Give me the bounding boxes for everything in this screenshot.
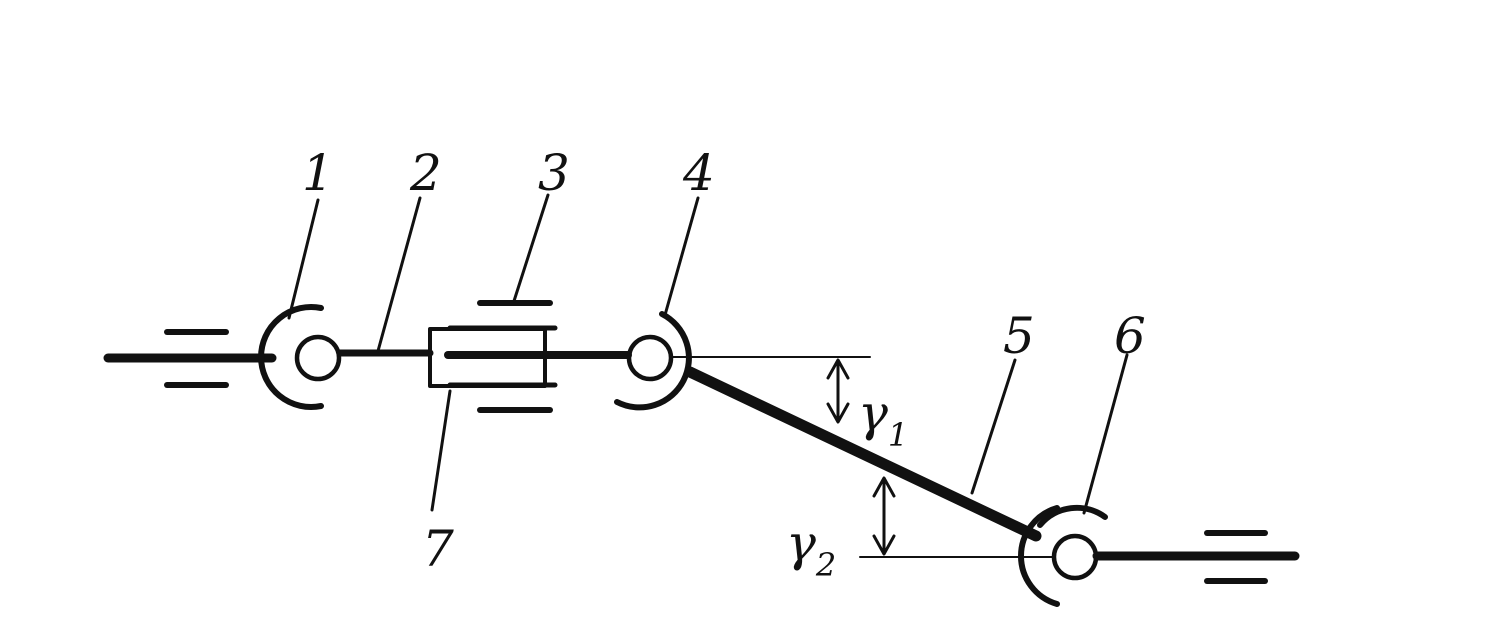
joint-4-yoke [614, 311, 692, 411]
label-part-5: 5 [1003, 307, 1035, 365]
label-part-6: 6 [1114, 307, 1146, 365]
leader-6 [1082, 353, 1129, 515]
inclined-shaft [684, 366, 1042, 542]
label-part-1: 1 [302, 144, 334, 202]
label-gamma2: γ2 [786, 514, 836, 584]
gamma2-arrow-head-top [872, 476, 896, 498]
gamma2-symbol: γ [786, 514, 816, 572]
joint-1-pin [294, 334, 342, 382]
label-part-3: 3 [538, 144, 570, 202]
gamma1-symbol: γ [858, 384, 888, 442]
gamma1-index: 1 [888, 416, 908, 454]
label-part-4: 4 [682, 144, 715, 202]
leader-7 [430, 389, 452, 512]
label-gamma1: γ1 [858, 384, 908, 454]
joint-6-yoke-left [1018, 505, 1060, 607]
gamma1-arrow-head-bottom [826, 402, 850, 424]
gamma2-index: 2 [815, 546, 836, 584]
leader-4 [663, 196, 700, 317]
leader-2 [376, 196, 422, 353]
joint-4-pin [626, 334, 674, 382]
label-part-7: 7 [422, 520, 454, 578]
gamma2-arrow-head-bottom [872, 534, 896, 556]
leader-3 [512, 193, 550, 303]
label-part-2: 2 [409, 144, 442, 202]
gamma1-arrow-head-top [826, 358, 850, 380]
joint-6-yoke-top [1037, 504, 1108, 528]
joint-1-yoke [258, 304, 324, 410]
joint-6-pin [1051, 533, 1099, 581]
leader-1 [287, 198, 320, 320]
leader-5 [970, 358, 1017, 495]
